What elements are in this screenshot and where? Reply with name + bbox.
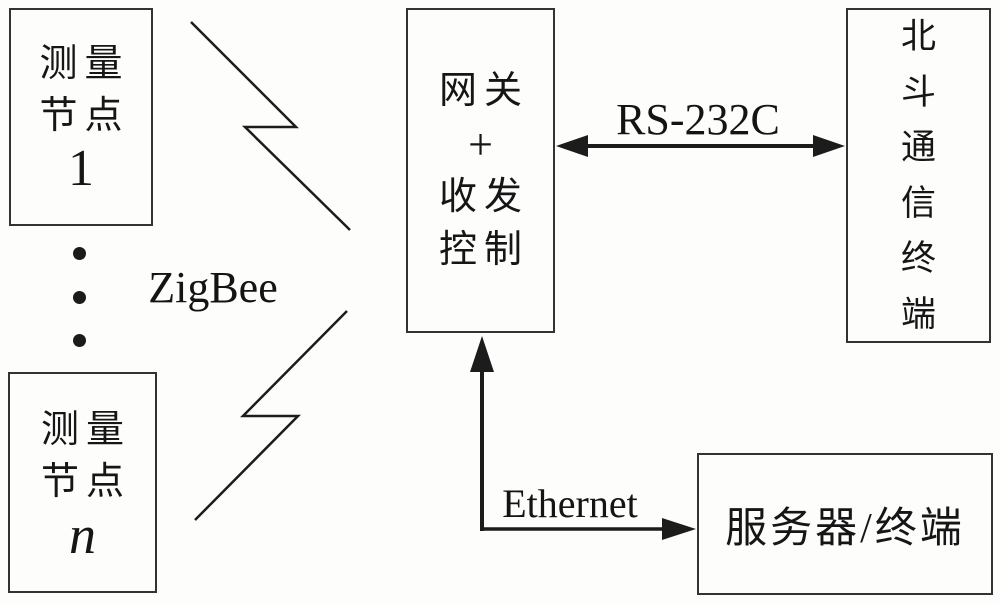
ellipsis-dot-icon	[72, 334, 86, 347]
ethernet-arrowhead-up-icon	[470, 336, 494, 372]
ellipsis-dot-icon	[72, 247, 86, 260]
measure-node-n-index: n	[69, 504, 96, 565]
rs232c-link-label: RS-232C	[616, 95, 780, 144]
ethernet-arrow	[470, 336, 696, 540]
gateway-line1: 网关	[438, 69, 529, 112]
measure-node-n-box: 测量 节点 n	[8, 372, 157, 593]
gateway-box: 网关 + 收发 控制	[406, 8, 555, 333]
measure-node-1-line1: 测量	[39, 43, 130, 85]
measure-node-n-line2: 节点	[40, 460, 131, 503]
rs232c-arrow	[556, 135, 845, 157]
ellipsis-dot-icon	[72, 290, 86, 304]
rs232c-arrowhead-left-icon	[556, 135, 588, 157]
gateway-plus: +	[468, 119, 500, 169]
beidou-terminal-label: 北斗通信终端	[900, 17, 936, 334]
gateway-line3: 收发	[438, 175, 529, 218]
server-terminal-box: 服务器/终端	[697, 453, 993, 595]
measure-node-1-box: 测量 节点 1	[9, 8, 153, 226]
ethernet-link-label: Ethernet	[502, 481, 638, 526]
beidou-terminal-box: 北斗通信终端	[846, 8, 991, 343]
measure-node-1-line2: 节点	[39, 95, 130, 137]
node-ellipsis	[72, 247, 86, 347]
zigbee-link-label: ZigBee	[148, 263, 278, 312]
rs232c-arrowhead-right-icon	[813, 135, 845, 157]
zigbee-lightning-upper-icon	[190, 21, 351, 231]
measure-node-n-line1: 测量	[40, 408, 131, 451]
ethernet-arrowhead-right-icon	[662, 518, 696, 540]
measure-node-1-index: 1	[68, 140, 94, 197]
zigbee-lightning-lower-icon	[194, 310, 348, 521]
server-terminal-label: 服务器/终端	[725, 505, 965, 552]
gateway-line4: 控制	[438, 228, 529, 271]
